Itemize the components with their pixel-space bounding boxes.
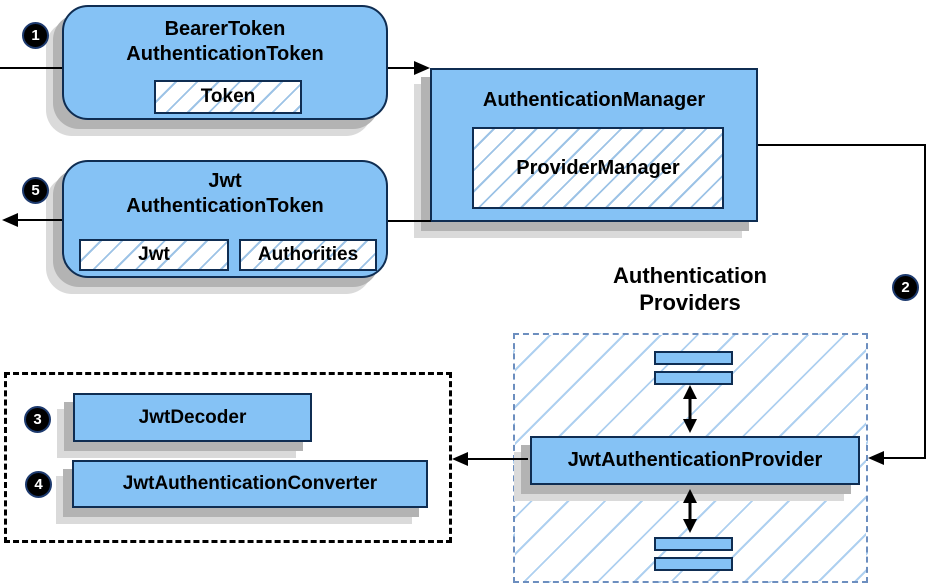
outgoing-authentication-arrowhead-icon — [2, 213, 18, 227]
authentication-providers-title: Authentication Providers — [555, 262, 825, 316]
jwt-authentication-converter-label: JwtAuthenticationConverter — [122, 473, 378, 494]
provider-manager-label: ProviderManager — [516, 156, 680, 179]
step-4-badge: 4 — [25, 471, 52, 498]
bearer-token-authentication-token-node: BearerToken AuthenticationToken Token — [62, 5, 388, 120]
token-field: Token — [154, 80, 302, 114]
jwt-authentication-provider-node: JwtAuthenticationProvider — [530, 436, 860, 485]
jwt-token-node-title: Jwt AuthenticationToken — [64, 169, 386, 219]
jwt-token-title-line2: AuthenticationToken — [126, 195, 324, 217]
manager-to-provider-arrowhead-icon — [868, 451, 884, 465]
step-1-badge: 1 — [22, 22, 49, 49]
authentication-manager-title: AuthenticationManager — [482, 89, 706, 111]
token-field-label: Token — [200, 86, 256, 107]
authorities-field-label: Authorities — [257, 244, 359, 265]
jwt-authentication-provider-label: JwtAuthenticationProvider — [567, 449, 823, 471]
provider-to-collaborators-arrowhead-icon — [452, 452, 468, 466]
jwt-authentication-token-node: Jwt AuthenticationToken Jwt Authorities — [62, 160, 388, 278]
jwt-field-label: Jwt — [138, 244, 170, 265]
jwt-token-title-line1: Jwt — [208, 170, 242, 192]
authentication-manager-node: AuthenticationManager ProviderManager — [430, 68, 758, 222]
provider-list-bar-bottom-1 — [654, 537, 733, 551]
authorities-field: Authorities — [239, 239, 377, 271]
provider-list-bar-top-2 — [654, 371, 733, 385]
step-2-badge: 2 — [892, 274, 919, 301]
step-3-badge: 3 — [24, 406, 51, 433]
provider-collaborators-box — [4, 372, 452, 543]
token-to-manager-arrowhead-icon — [414, 61, 430, 75]
provider-list-bar-bottom-2 — [654, 557, 733, 571]
bearer-token-title-line2: AuthenticationToken — [126, 43, 324, 65]
provider-manager-field: ProviderManager — [472, 127, 724, 209]
bearer-token-node-title: BearerToken AuthenticationToken — [64, 17, 386, 67]
provider-list-bar-top-1 — [654, 351, 733, 365]
step-5-badge: 5 — [22, 177, 49, 204]
jwt-decoder-node: JwtDecoder — [73, 393, 312, 442]
authentication-providers-title-line1: Authentication — [613, 263, 767, 288]
jwt-decoder-label: JwtDecoder — [138, 406, 247, 428]
bearer-token-title-line1: BearerToken — [164, 18, 286, 40]
jwt-authentication-converter-node: JwtAuthenticationConverter — [72, 460, 428, 508]
authentication-providers-title-line2: Providers — [639, 290, 741, 315]
jwt-field: Jwt — [79, 239, 229, 271]
authentication-providers-container: JwtAuthenticationProvider — [513, 333, 868, 583]
